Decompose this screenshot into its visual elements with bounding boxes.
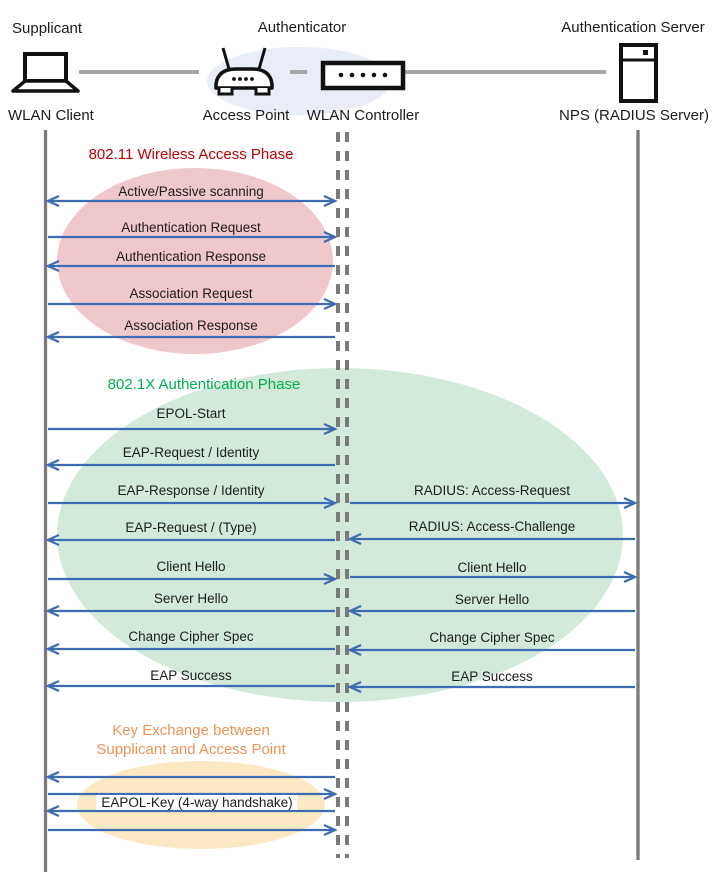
arrow-client-hello-left [48,572,338,586]
arrow-radius-access-challenge [347,532,635,546]
wlan-controller-icon [320,60,406,91]
message-label: Authentication Request [121,220,261,235]
message-label: EPOL-Start [156,406,226,421]
message-label: Server Hello [153,591,229,606]
arrow-eap-success-right [347,680,635,694]
arrow-client-hello-right [350,570,638,584]
message-arrows-right [347,496,638,694]
arrow-eap-success-left [45,679,335,693]
message-arrows-left [45,194,338,837]
message-label: EAP Success [451,669,533,684]
arrow-eapol-key-4 [48,823,338,837]
wlan-controller-label: WLAN Controller [306,107,420,124]
phase-80211-ellipse [57,168,333,354]
message-label: Active/Passive scanning [118,184,264,199]
access-point-label: Access Point [202,107,290,124]
message-label: Change Cipher Spec [128,629,254,644]
phase-80211-title: 802.11 Wireless Access Phase [88,146,294,163]
arrow-radius-access-request [350,496,638,510]
wlan-client-label: WLAN Client [8,107,94,124]
message-label: Association Request [129,286,253,301]
arrow-eapol-key-1 [45,770,335,784]
message-label: EAP-Response / Identity [117,483,265,498]
arrow-eap-request-identity [45,458,335,472]
arrow-eapol-key-3 [45,804,335,818]
access-point-icon [214,47,274,96]
message-label: EAP-Request / (Type) [125,520,257,535]
role-auth-server-label: Authentication Server [561,19,705,36]
arrow-eap-response-identity [48,496,338,510]
message-label: Server Hello [454,592,530,607]
role-supplicant-label: Supplicant [12,20,83,37]
message-label: RADIUS: Access-Request [413,483,571,498]
arrow-auth-response [45,259,335,273]
arrow-change-cipher-right [347,643,635,657]
message-label: EAP Success [150,668,232,683]
arrow-eap-request-type [45,533,335,547]
arrow-auth-request [48,230,338,244]
arrow-eapol-key-2 [48,787,338,801]
role-authenticator-label: Authenticator [257,19,347,36]
arrow-change-cipher-left [45,642,335,656]
message-label: RADIUS: Access-Challenge [408,519,576,534]
key-exchange-title-line1: Key Exchange between [112,722,270,739]
message-label: Association Response [124,318,258,333]
server-icon [619,43,658,103]
arrow-scanning [45,194,338,208]
arrow-server-hello-right [347,604,635,618]
message-label: EAP-Request / Identity [122,445,260,460]
message-label: Authentication Response [115,249,267,264]
key-exchange-title-line2: Supplicant and Access Point [96,741,286,758]
arrow-assoc-response [45,330,335,344]
arrow-epol-start [48,422,338,436]
laptop-icon [11,52,80,93]
message-label: Change Cipher Spec [429,630,555,645]
phase-8021x-title: 802.1X Authentication Phase [107,376,301,393]
wlan-controller-lifeline [336,132,349,858]
message-label: EAPOL-Key (4-way handshake) [96,795,298,810]
message-label: Client Hello [457,560,527,575]
arrow-server-hello-left [45,604,335,618]
arrow-assoc-request [48,297,338,311]
nps-label: NPS (RADIUS Server) [558,107,710,124]
message-label: Client Hello [156,559,226,574]
